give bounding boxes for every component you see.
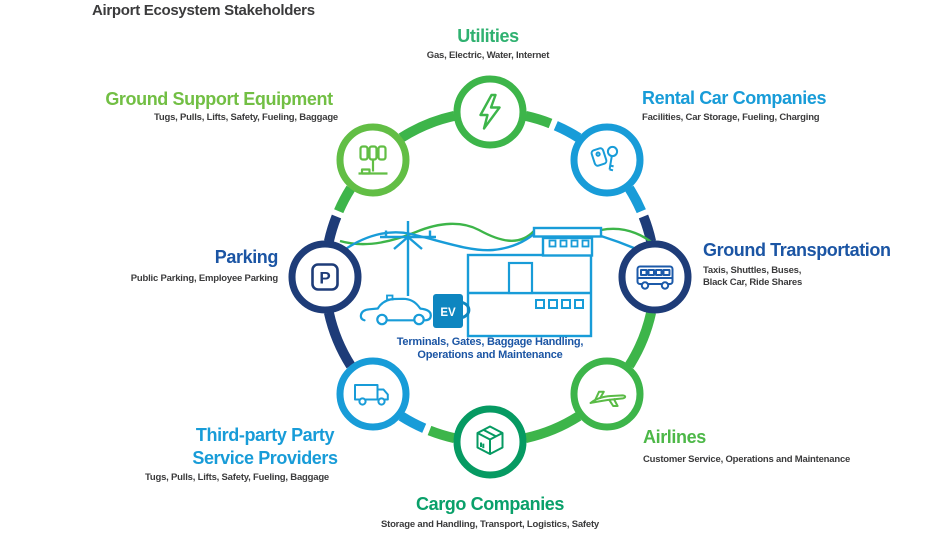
node-rental-car xyxy=(570,123,644,197)
arc-cargo-thirdparty-b xyxy=(398,411,427,433)
node-ground-support xyxy=(336,123,410,197)
control-tower-roof xyxy=(532,226,603,238)
arc-groundt-airlines xyxy=(624,311,656,369)
ev-charging-station-icon: EV xyxy=(433,294,471,328)
airlines-block: Airlines Customer Service, Operations an… xyxy=(643,427,932,466)
cargo-subtitle: Storage and Handling, Transport, Logisti… xyxy=(380,518,600,530)
bus-icon xyxy=(636,265,674,290)
car-key-icon xyxy=(590,145,619,172)
third-party-heading-line2: Service Providers xyxy=(192,448,338,469)
arc-thirdparty-parking xyxy=(324,311,356,369)
third-party-heading-line1: Third-party Party xyxy=(195,425,335,445)
parking-heading: Parking xyxy=(214,247,279,267)
arc-parking-gse-b xyxy=(334,185,356,214)
baggage-cart-icon xyxy=(358,145,388,175)
rental-car-subtitle: Facilities, Car Storage, Fueling, Chargi… xyxy=(642,111,820,123)
cargo-heading: Cargo Companies xyxy=(415,494,565,514)
center-caption: Terminals, Gates, Baggage Handling, Oper… xyxy=(360,336,620,362)
delivery-truck-icon xyxy=(354,384,389,406)
airlines-heading: Airlines xyxy=(643,427,706,447)
third-party-heading: Third-party Party Service Providers xyxy=(130,424,400,471)
utilities-heading: Utilities xyxy=(457,26,519,46)
arc-gse-utilities xyxy=(398,111,456,143)
center-caption-line2: Operations and Maintenance xyxy=(417,349,563,362)
arc-cargo-thirdparty-a xyxy=(427,425,456,443)
parking-letter: P xyxy=(319,269,330,288)
package-box-icon xyxy=(476,425,504,455)
page-title: Airport Ecosystem Stakeholders xyxy=(92,2,315,19)
center-illustration: EV xyxy=(339,221,658,338)
terminal-building-icon xyxy=(466,226,603,338)
parking-subtitle: Public Parking, Employee Parking xyxy=(130,272,278,284)
lightning-bolt-icon xyxy=(479,93,501,130)
node-airlines xyxy=(570,357,644,431)
node-ground-transportation xyxy=(618,240,692,314)
rental-car-block: Rental Car Companies Facilities, Car Sto… xyxy=(642,88,932,124)
terminal-door xyxy=(507,261,534,295)
ground-transportation-subtitle-line1: Taxis, Shuttles, Buses, xyxy=(703,264,802,276)
arc-utilities-rental-b xyxy=(553,121,582,143)
stakeholder-nodes: P xyxy=(288,75,692,479)
arc-parking-gse-a xyxy=(324,214,342,243)
ground-support-subtitle: Tugs, Pulls, Lifts, Safety, Fueling, Bag… xyxy=(153,112,339,123)
ground-transportation-subtitle-line2: Black Car, Ride Shares xyxy=(703,277,803,289)
ground-support-heading: Ground Support Equipment xyxy=(105,89,333,109)
ev-label: EV xyxy=(440,307,456,319)
airplane-icon xyxy=(589,390,627,407)
arc-rental-groundt-a xyxy=(624,185,646,214)
electric-car-icon xyxy=(359,294,432,326)
tower-windows xyxy=(548,239,590,248)
arc-airlines-cargo xyxy=(524,411,582,443)
third-party-subtitle: Tugs, Pulls, Lifts, Safety, Fueling, Bag… xyxy=(144,472,330,483)
utilities-subtitle: Gas, Electric, Water, Internet xyxy=(426,49,550,61)
arc-utilities-rental-a xyxy=(524,111,553,129)
node-third-party xyxy=(336,357,410,431)
terminal-windows xyxy=(535,299,584,309)
parking-sign-icon: P xyxy=(311,263,339,291)
parking-block: Parking Public Parking, Employee Parking xyxy=(58,247,279,285)
node-parking: P xyxy=(288,240,362,314)
node-cargo xyxy=(453,405,527,479)
airlines-subtitle: Customer Service, Operations and Mainten… xyxy=(643,453,851,465)
center-caption-line1: Terminals, Gates, Baggage Handling, xyxy=(396,336,584,348)
node-utilities xyxy=(453,75,527,149)
ground-transportation-heading: Ground Transportation xyxy=(703,240,891,260)
ground-transportation-block: Ground Transportation Taxis, Shuttles, B… xyxy=(703,240,932,290)
rental-car-heading: Rental Car Companies xyxy=(642,88,827,108)
utilities-block: Utilities Gas, Electric, Water, Internet xyxy=(357,26,619,62)
cargo-block: Cargo Companies Storage and Handling, Tr… xyxy=(330,494,650,531)
utility-pole-icon xyxy=(380,221,436,296)
